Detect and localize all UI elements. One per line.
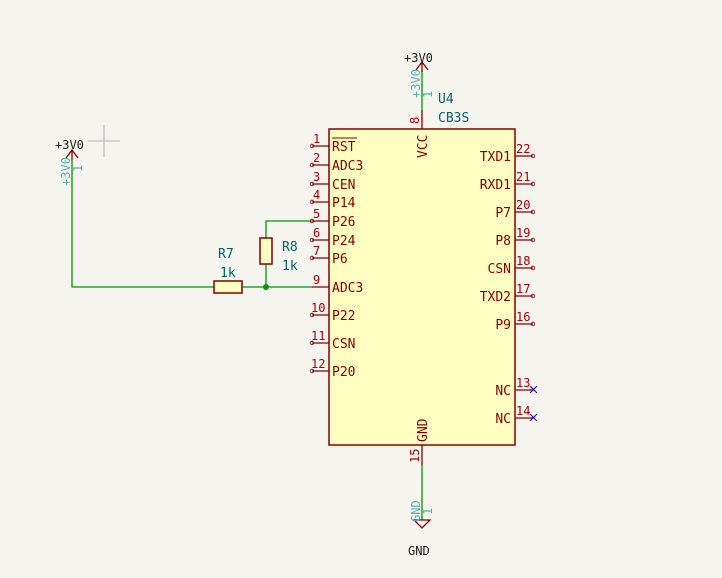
wires <box>71 70 423 520</box>
pin-number: 15 <box>408 449 422 463</box>
pin-name: NC <box>495 412 511 427</box>
pin-name: P24 <box>332 234 356 249</box>
pin-number: 1 <box>313 132 320 146</box>
pin-name: NC <box>495 384 511 399</box>
pin-number: 2 <box>313 151 320 165</box>
pin-number: 11 <box>311 329 325 343</box>
power-symbol-3v0-left[interactable] <box>65 148 79 160</box>
junction-dot <box>263 284 269 290</box>
pin-number: 5 <box>313 207 320 221</box>
no-connect-icon <box>529 385 538 394</box>
pin-number: 7 <box>313 244 320 258</box>
r8-reference: R8 <box>282 240 298 255</box>
hidden-pin-number-gnd: 1 <box>421 508 435 515</box>
pin-name: VCC <box>416 135 431 158</box>
ground-label: GND <box>408 544 430 558</box>
u4-value: CB3S <box>438 111 469 126</box>
pin-name: P7 <box>495 206 511 221</box>
pin-number: 12 <box>311 357 325 371</box>
wire-3v0-to-r7 <box>71 160 214 288</box>
power-label-top: +3V0 <box>404 51 433 65</box>
pin-number: 21 <box>516 170 530 184</box>
pin-name: RXD1 <box>480 178 511 193</box>
resistor-r7[interactable] <box>213 280 243 294</box>
crosshair-cursor <box>88 125 120 157</box>
pin-name: ADC3 <box>332 281 363 296</box>
no-connect-icon <box>529 413 538 422</box>
pin-name: RST <box>332 140 356 155</box>
pin-name: P8 <box>495 234 511 249</box>
resistor-r8[interactable] <box>259 237 273 265</box>
pin-name: CSN <box>488 262 511 277</box>
power-symbol-3v0-top[interactable] <box>415 60 429 72</box>
u4-gnd-pin: 15 GND <box>408 418 431 465</box>
pin-name: CEN <box>332 178 355 193</box>
pin-name: P9 <box>495 318 511 333</box>
u4-reference: U4 <box>438 92 454 107</box>
hidden-pin-name-left: +3V0 <box>59 157 73 186</box>
wire-r8-top-to-pin5 <box>265 220 312 238</box>
hidden-pin-name-gnd: GND <box>409 500 423 522</box>
pin-name: TXD2 <box>480 290 511 305</box>
pin-number: 19 <box>516 226 530 240</box>
r8-value: 1k <box>282 259 298 274</box>
pin-name: ADC3 <box>332 159 363 174</box>
ground-symbol[interactable] <box>412 519 432 529</box>
pin-name: P20 <box>332 365 355 380</box>
hidden-pin-name-top: +3V0 <box>409 69 423 98</box>
pin-name: P22 <box>332 309 355 324</box>
pin-name: P14 <box>332 196 356 211</box>
pin-number: 17 <box>516 282 530 296</box>
u4-vcc-pin: 8 VCC <box>408 110 431 158</box>
pin-7: 7P6 <box>309 244 348 267</box>
hidden-pin-number-top: 1 <box>421 91 435 98</box>
pin-number: 13 <box>516 376 530 390</box>
power-label-left: +3V0 <box>55 138 84 152</box>
pin-name: CSN <box>332 337 355 352</box>
pin-number: 3 <box>313 170 320 184</box>
pin-name: P26 <box>332 215 355 230</box>
hidden-pin-number-left: 1 <box>71 165 85 172</box>
pin-name: P6 <box>332 252 348 267</box>
pin-number: 4 <box>313 188 320 202</box>
r7-reference: R7 <box>218 247 234 262</box>
pin-number: 16 <box>516 310 530 324</box>
r7-value: 1k <box>220 266 236 281</box>
pin-number: 18 <box>516 254 530 268</box>
pin-number: 10 <box>311 301 325 315</box>
pin-number: 14 <box>516 404 530 418</box>
pin-number: 22 <box>516 142 530 156</box>
pin-number: 8 <box>408 117 422 124</box>
pin-number: 6 <box>313 226 320 240</box>
pin-number: 9 <box>313 273 320 287</box>
pin-name: GND <box>416 418 431 442</box>
pin-number: 20 <box>516 198 530 212</box>
pin-name: TXD1 <box>480 150 511 165</box>
